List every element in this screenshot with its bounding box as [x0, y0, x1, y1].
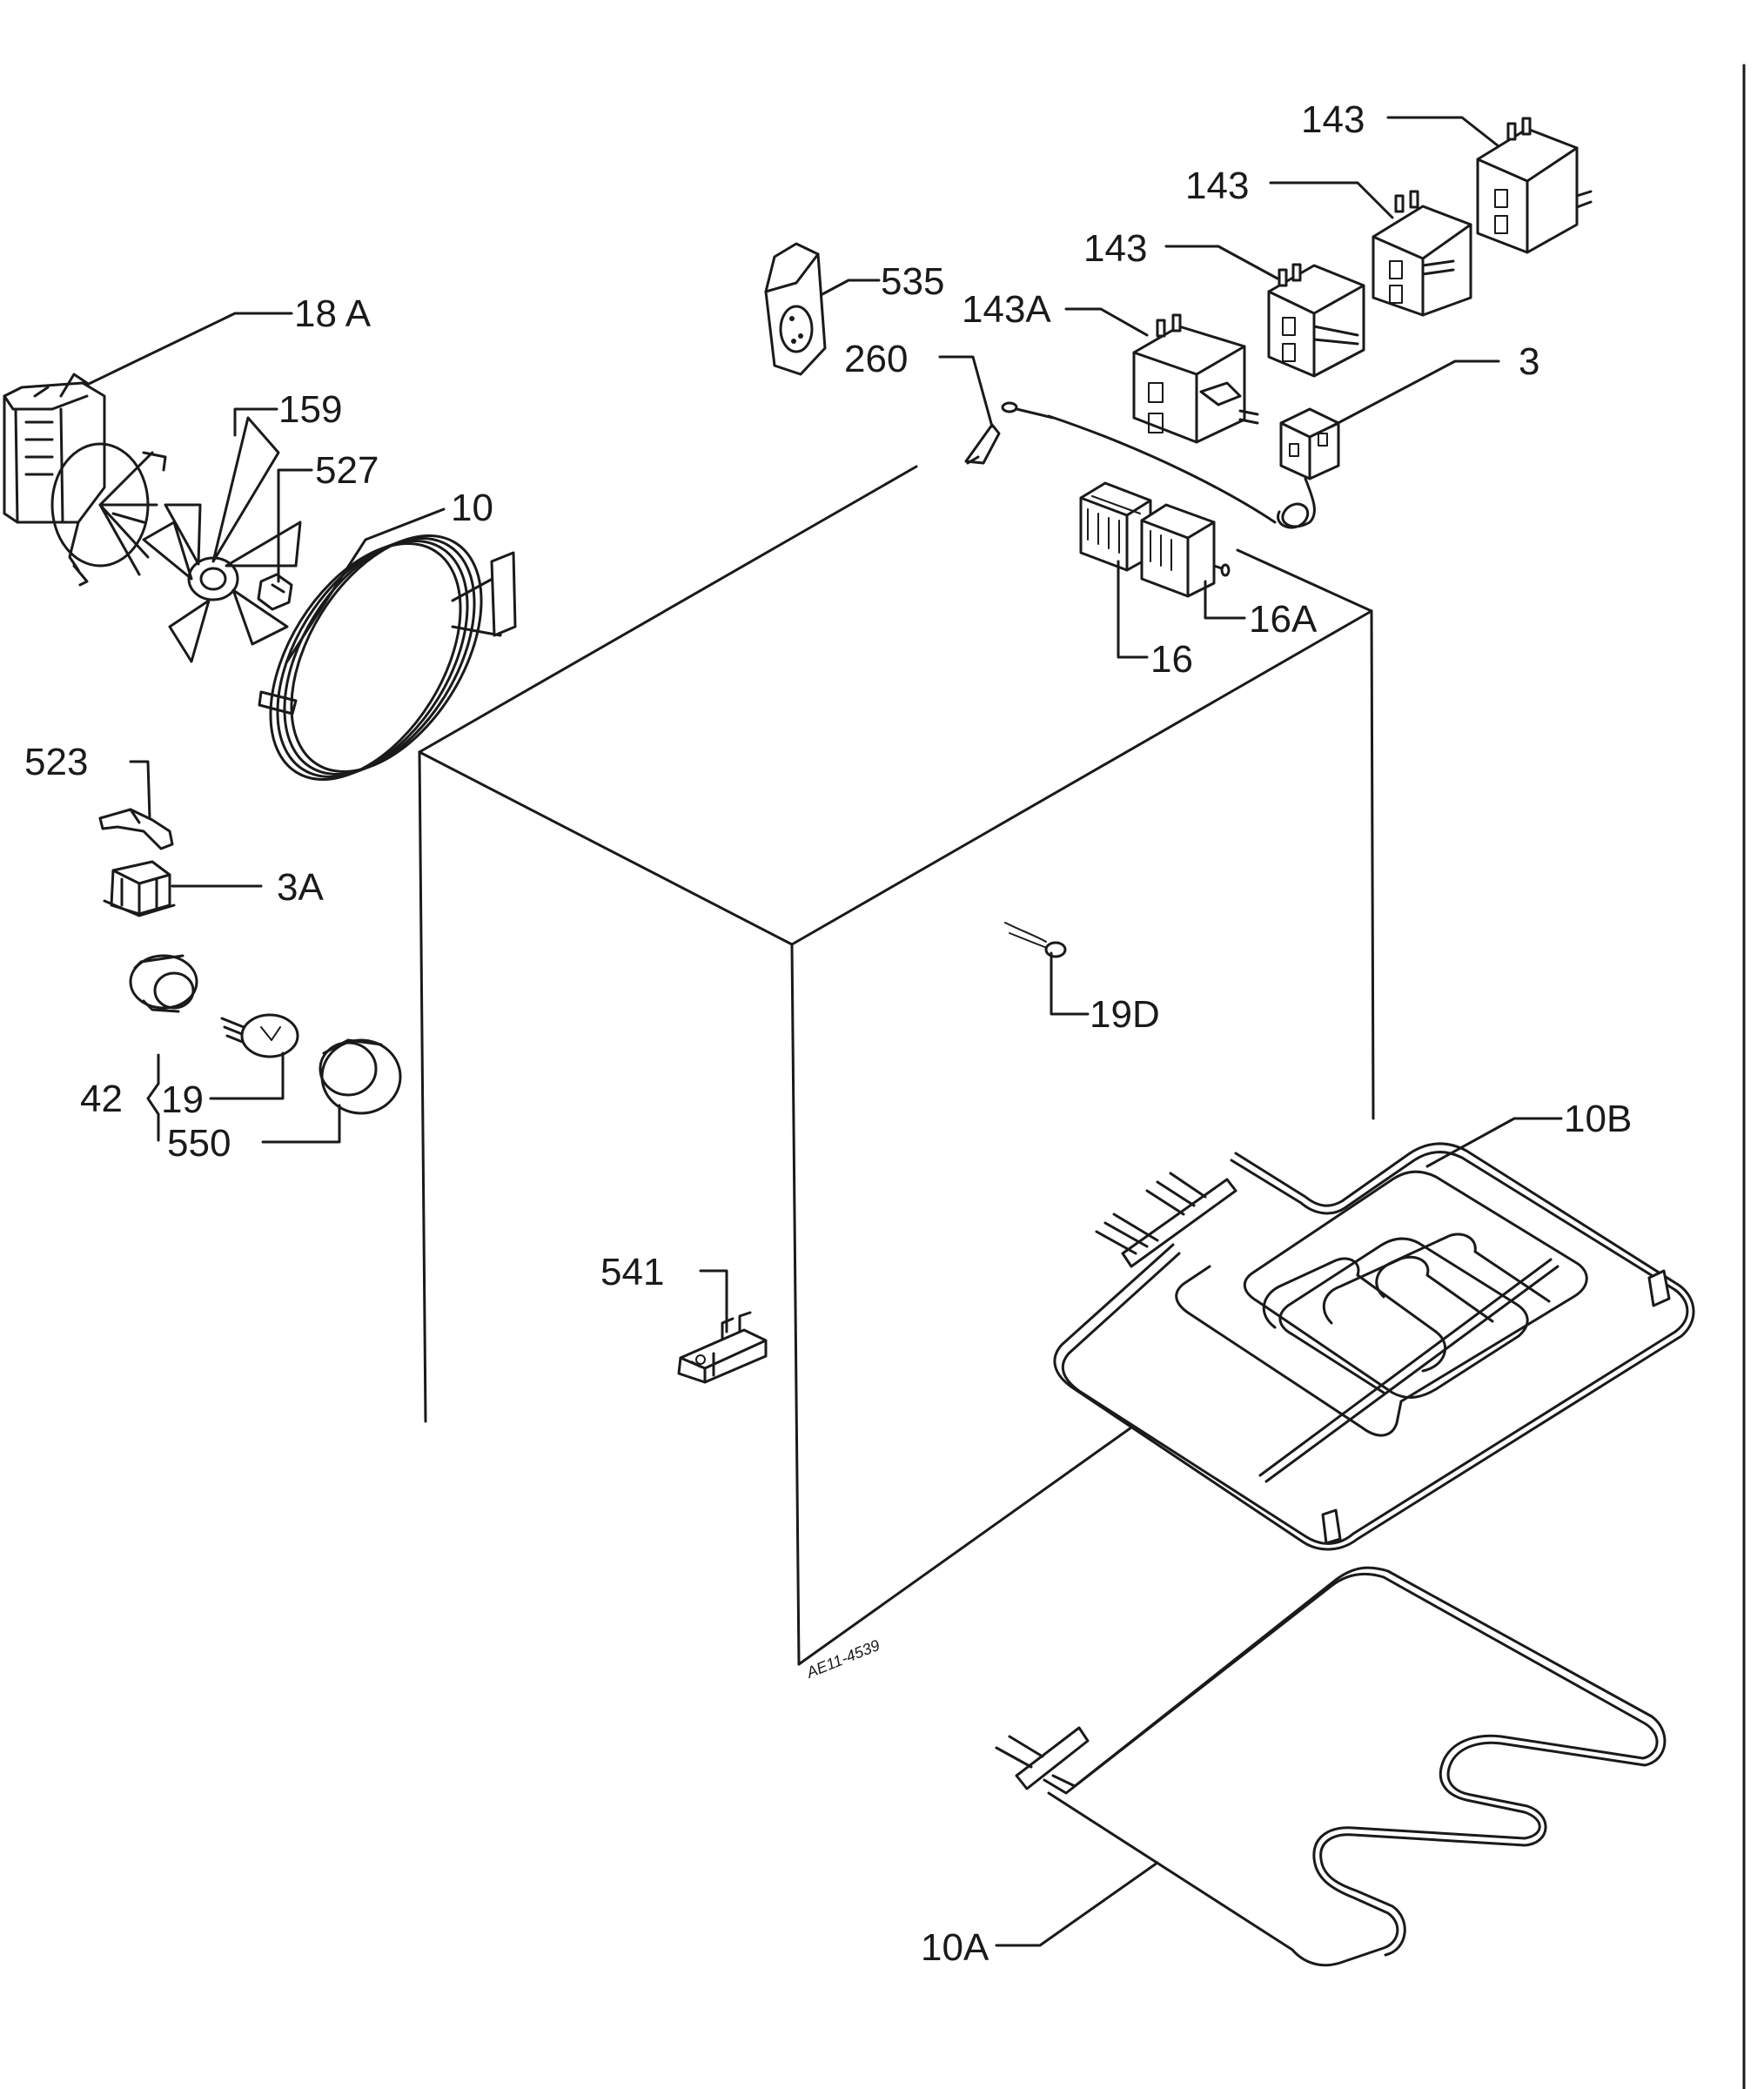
fan-motor-18A — [3, 373, 167, 587]
label-143-middle: 143 — [1185, 165, 1249, 207]
part-labels: 143 143 143 143A 535 260 3 18 A 159 527 … — [24, 98, 1632, 1969]
selector-switch-143-top — [1476, 117, 1593, 254]
label-541: 541 — [600, 1251, 664, 1293]
label-10A: 10A — [921, 1926, 989, 1969]
circular-element-10 — [258, 534, 517, 781]
label-19: 19 — [161, 1078, 204, 1121]
label-16A: 16A — [1249, 598, 1318, 641]
door-switch-541 — [677, 1311, 768, 1384]
clip-523 — [98, 808, 174, 850]
nut-527 — [257, 573, 293, 611]
terminal-block-16A — [1140, 503, 1231, 598]
label-523: 523 — [24, 741, 88, 783]
label-550: 550 — [167, 1122, 231, 1165]
selector-switch-143-middle — [1372, 190, 1472, 317]
grill-element-10B — [1053, 1142, 1695, 1551]
fan-blade-159 — [142, 416, 302, 663]
label-42: 42 — [80, 1078, 123, 1120]
clip-260 — [964, 423, 1001, 465]
bulb-19 — [220, 1013, 299, 1058]
bottom-element-10A — [995, 1566, 1667, 1967]
label-16: 16 — [1150, 638, 1193, 681]
thermostat-3 — [1047, 407, 1340, 529]
selector-switch-143-lower — [1267, 263, 1365, 378]
probe-tube — [1001, 401, 1055, 420]
selector-switch-143A — [1132, 313, 1259, 444]
label-535: 535 — [881, 260, 944, 303]
drawing-code: AE11-4539 — [803, 1636, 882, 1682]
label-527: 527 — [315, 449, 379, 492]
label-143A: 143A — [962, 288, 1051, 331]
terminal-block-16 — [1079, 481, 1152, 572]
label-260: 260 — [844, 338, 908, 380]
label-143-top: 143 — [1301, 98, 1365, 141]
label-10B: 10B — [1564, 1098, 1632, 1140]
label-143-lower: 143 — [1083, 227, 1147, 270]
oven-cavity: AE11-4539 — [418, 465, 1375, 1682]
label-3A: 3A — [277, 866, 324, 909]
label-10: 10 — [451, 487, 493, 529]
lamp-cover-550 — [319, 1038, 402, 1115]
label-19D: 19D — [1090, 993, 1160, 1036]
lamp-holder-42 — [129, 954, 198, 1013]
label-159: 159 — [278, 388, 342, 431]
sensor-19D — [1004, 922, 1067, 958]
socket-535 — [764, 242, 827, 376]
label-18A: 18 A — [294, 292, 372, 335]
label-3: 3 — [1519, 340, 1539, 383]
lamp-holder-3A — [103, 860, 176, 917]
leader-lines — [85, 116, 1563, 1947]
